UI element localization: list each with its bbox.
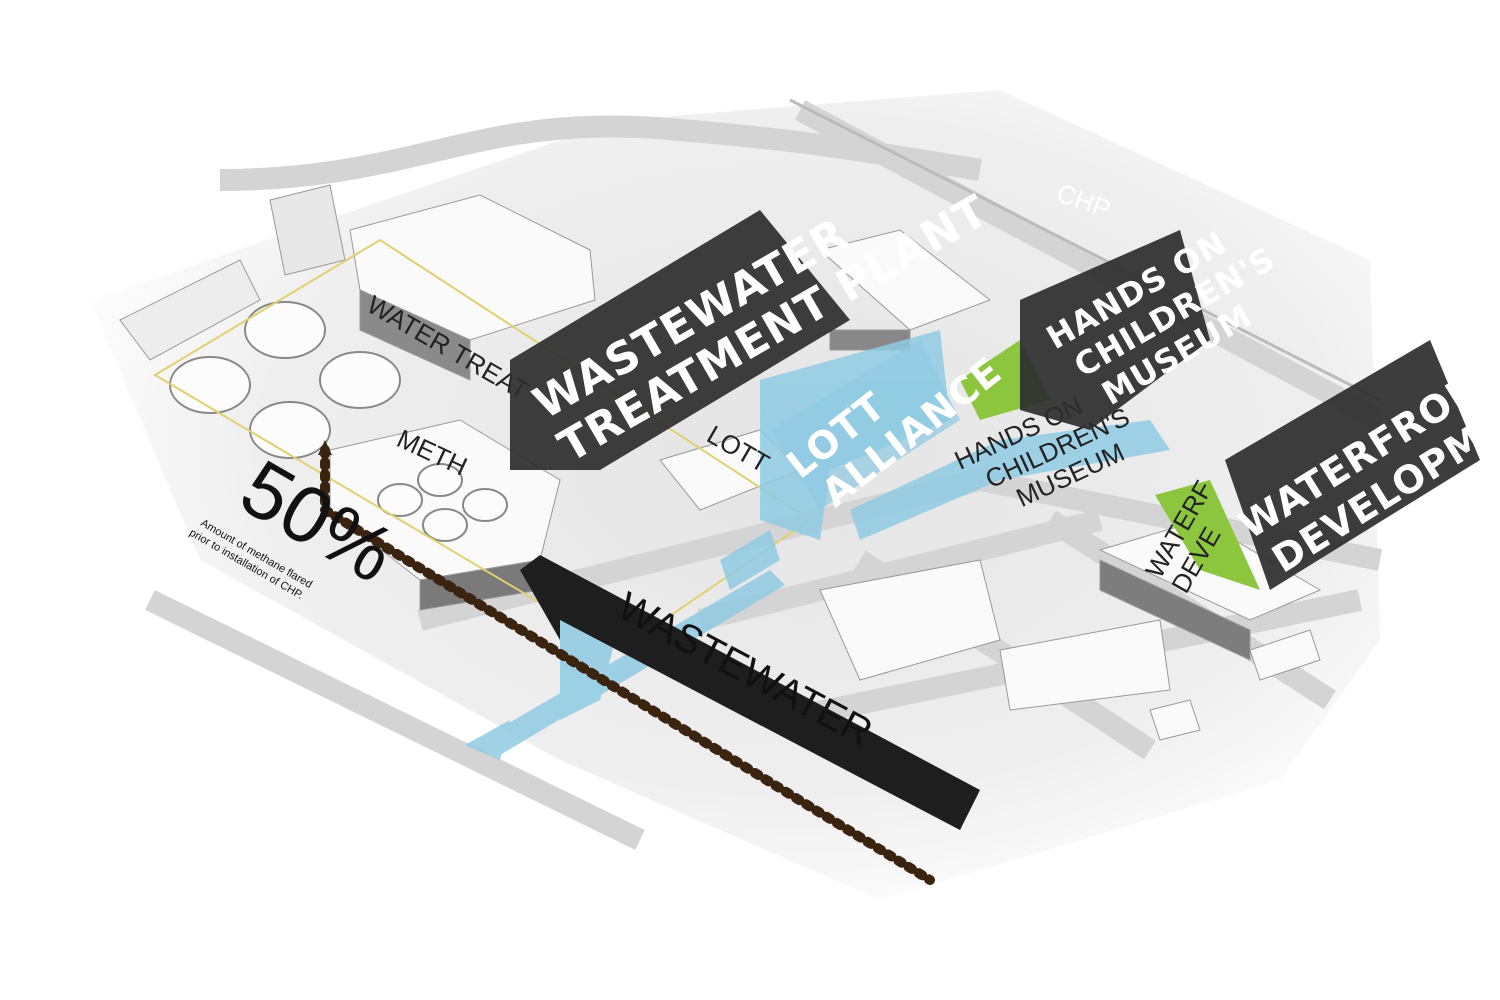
methane-dotted-path bbox=[320, 445, 935, 885]
waterfront-green-arrow bbox=[1155, 480, 1260, 590]
roads bbox=[145, 100, 1386, 850]
buildings bbox=[119, 184, 1322, 741]
rail-line bbox=[789, 98, 1381, 402]
